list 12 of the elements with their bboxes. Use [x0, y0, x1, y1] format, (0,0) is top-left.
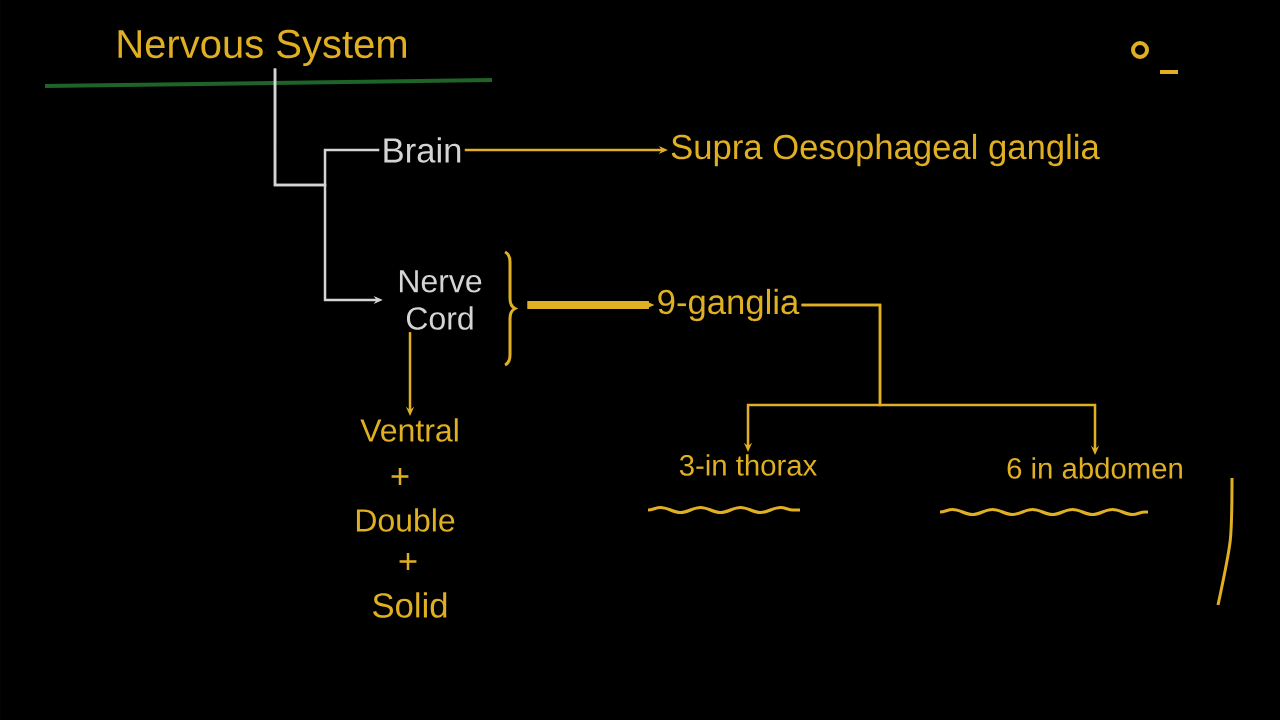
- handwritten-text: Solid: [373, 592, 447, 618]
- handwritten-text: Ventral: [360, 418, 458, 442]
- handwritten-text: 9-ganglia: [658, 288, 800, 322]
- handwritten-text: Supra Oesophageal ganglia: [671, 133, 1100, 167]
- heading-text: Nervous System: [118, 29, 406, 67]
- handwritten-text: Brain: [384, 137, 461, 163]
- handwritten-text: 6 in abdomen: [1007, 457, 1182, 479]
- plus-sign: +: [399, 553, 417, 570]
- handwritten-text: Nerve Cord: [399, 270, 482, 330]
- handwritten-text: 3-in thorax: [679, 454, 817, 476]
- plus-sign: +: [391, 468, 409, 485]
- handwritten-text: Double: [356, 508, 455, 532]
